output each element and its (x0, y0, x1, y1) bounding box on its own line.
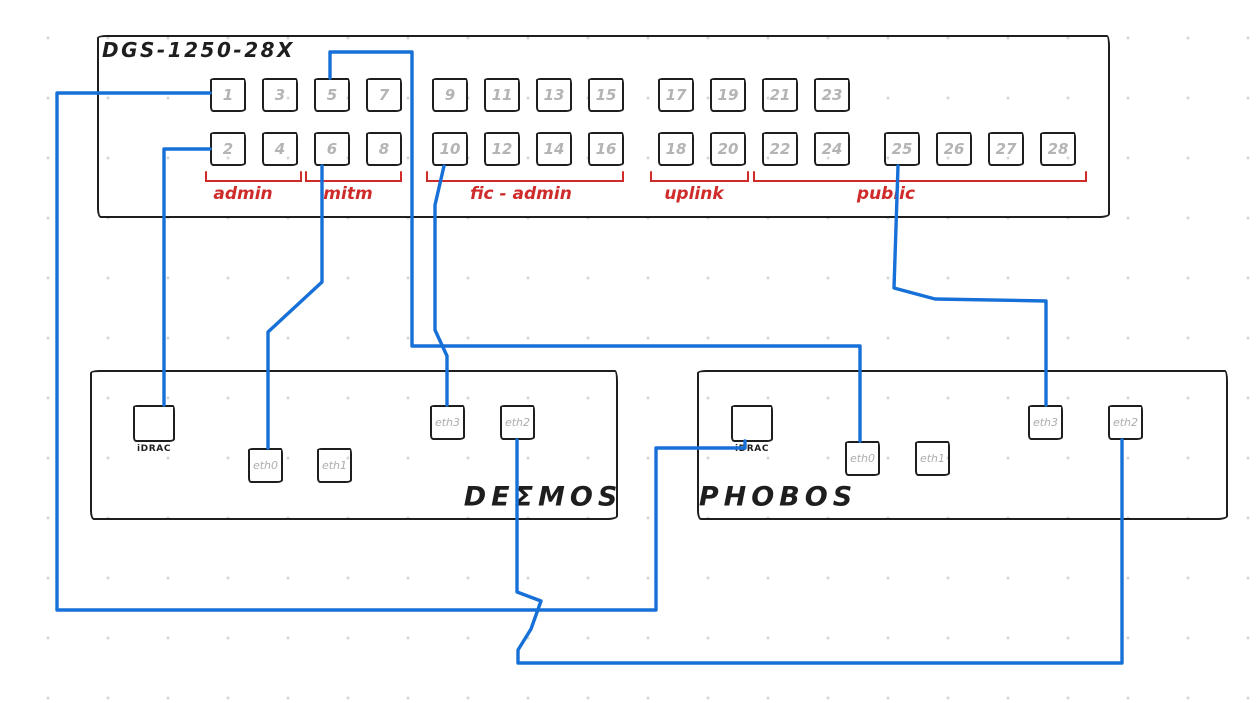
server-phobos-port-label-eth1: eth1 (919, 452, 946, 465)
switch-port-number: 5 (326, 85, 338, 104)
switch-port-number: 18 (665, 139, 687, 158)
switch-port-number: 2 (222, 139, 234, 158)
port-group-label: mitm (323, 184, 373, 204)
server-phobos-port-idrac[interactable] (731, 405, 773, 442)
switch-port-19[interactable]: 19 (710, 78, 746, 112)
switch-port-6[interactable]: 6 (314, 132, 350, 166)
switch-port-number: 14 (543, 139, 565, 158)
switch-port-12[interactable]: 12 (484, 132, 520, 166)
switch-port-number: 10 (439, 139, 461, 158)
server-deimos-port-label-idrac: iDRAC (136, 444, 172, 454)
server-name-phobos: PHOBOS (698, 481, 858, 513)
switch-port-number: 9 (444, 85, 456, 104)
switch-port-number: 12 (491, 139, 513, 158)
switch-port-number: 16 (595, 139, 617, 158)
server-deimos-port-label-eth2: eth2 (504, 416, 531, 429)
server-phobos-port-label-eth0: eth0 (849, 452, 876, 465)
switch-port-25[interactable]: 25 (884, 132, 920, 166)
server-phobos-port-eth1[interactable]: eth1 (915, 441, 950, 476)
switch-port-14[interactable]: 14 (536, 132, 572, 166)
switch-port-number: 24 (821, 139, 843, 158)
server-deimos-port-eth2[interactable]: eth2 (500, 405, 535, 440)
switch-port-22[interactable]: 22 (762, 132, 798, 166)
switch-port-number: 1 (222, 85, 234, 104)
switch-port-9[interactable]: 9 (432, 78, 468, 112)
switch-port-20[interactable]: 20 (710, 132, 746, 166)
switch-port-number: 13 (543, 85, 565, 104)
switch-port-24[interactable]: 24 (814, 132, 850, 166)
port-group-label: fic - admin (470, 184, 572, 204)
switch-port-15[interactable]: 15 (588, 78, 624, 112)
switch-port-2[interactable]: 2 (210, 132, 246, 166)
switch-port-16[interactable]: 16 (588, 132, 624, 166)
port-group-label: admin (213, 184, 273, 204)
switch-port-10[interactable]: 10 (432, 132, 468, 166)
server-phobos-port-eth3[interactable]: eth3 (1028, 405, 1063, 440)
server-phobos-port-label-eth2: eth2 (1112, 416, 1139, 429)
server-deimos-port-label-eth3: eth3 (434, 416, 461, 429)
switch-port-number: 23 (821, 85, 843, 104)
server-phobos-port-label-eth3: eth3 (1032, 416, 1059, 429)
switch-port-number: 21 (769, 85, 791, 104)
switch-port-7[interactable]: 7 (366, 78, 402, 112)
switch-port-number: 20 (717, 139, 739, 158)
switch-port-28[interactable]: 28 (1040, 132, 1076, 166)
switch-port-number: 11 (491, 85, 513, 104)
switch-port-4[interactable]: 4 (262, 132, 298, 166)
switch-port-number: 25 (891, 139, 913, 158)
port-group-label: public (856, 184, 916, 204)
switch-port-number: 27 (995, 139, 1017, 158)
switch-port-3[interactable]: 3 (262, 78, 298, 112)
server-phobos-port-eth2[interactable]: eth2 (1108, 405, 1143, 440)
switch-port-number: 8 (378, 139, 390, 158)
server-phobos-port-eth0[interactable]: eth0 (845, 441, 880, 476)
switch-port-13[interactable]: 13 (536, 78, 572, 112)
server-name-deimos: DEΣMOS (463, 481, 623, 513)
switch-port-number: 15 (595, 85, 617, 104)
switch-port-number: 22 (769, 139, 791, 158)
switch-port-1[interactable]: 1 (210, 78, 246, 112)
switch-port-17[interactable]: 17 (658, 78, 694, 112)
switch-port-26[interactable]: 26 (936, 132, 972, 166)
server-deimos-port-label-eth1: eth1 (321, 459, 348, 472)
switch-port-number: 26 (943, 139, 965, 158)
switch-port-number: 19 (717, 85, 739, 104)
switch-port-number: 3 (274, 85, 286, 104)
switch-port-5[interactable]: 5 (314, 78, 350, 112)
switch-port-number: 28 (1047, 139, 1069, 158)
switch-port-number: 6 (326, 139, 338, 158)
switch-model-label: DGS-1250-28X (102, 38, 295, 62)
server-deimos-port-eth1[interactable]: eth1 (317, 448, 352, 483)
switch-port-number: 7 (378, 85, 390, 104)
switch-port-21[interactable]: 21 (762, 78, 798, 112)
port-group-label: uplink (664, 184, 724, 204)
switch-port-27[interactable]: 27 (988, 132, 1024, 166)
switch-port-23[interactable]: 23 (814, 78, 850, 112)
server-deimos-port-label-eth0: eth0 (252, 459, 279, 472)
server-phobos-port-label-idrac: iDRAC (734, 444, 770, 454)
switch-port-8[interactable]: 8 (366, 132, 402, 166)
server-deimos-port-idrac[interactable] (133, 405, 175, 442)
server-deimos-port-eth3[interactable]: eth3 (430, 405, 465, 440)
server-deimos-port-eth0[interactable]: eth0 (248, 448, 283, 483)
switch-port-number: 17 (665, 85, 687, 104)
switch-port-18[interactable]: 18 (658, 132, 694, 166)
switch-port-11[interactable]: 11 (484, 78, 520, 112)
switch-port-number: 4 (274, 139, 286, 158)
